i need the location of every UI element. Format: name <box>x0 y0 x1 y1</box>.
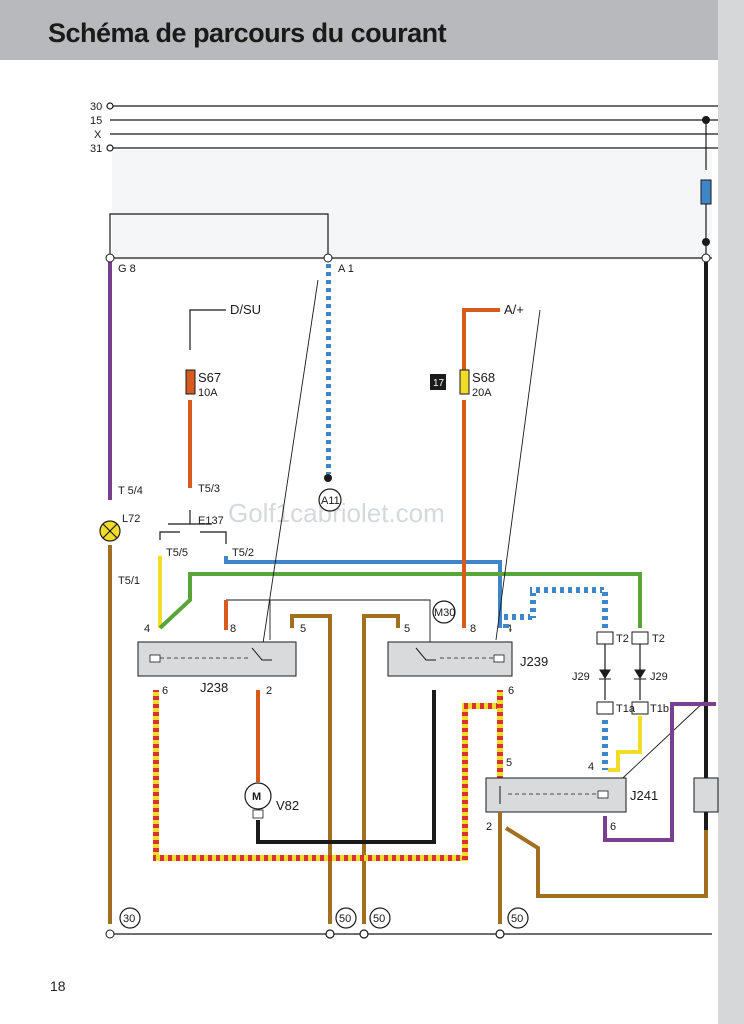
thin-leads <box>226 279 707 791</box>
bottom-ref-50-c: 50 <box>511 913 523 925</box>
bus-label-15: 15 <box>90 115 102 127</box>
connector-label-t1a: T1a <box>616 703 636 715</box>
fuse-rating-s67: 10A <box>198 387 218 399</box>
j239-pin-8: 8 <box>470 623 476 635</box>
relay-label-j239: J239 <box>520 654 548 669</box>
node-label-g8: G 8 <box>118 263 136 275</box>
brown-wire-30 <box>105 545 115 939</box>
terminal-label-t5-5: T5/5 <box>166 547 188 559</box>
diode-label-j29-b: J29 <box>650 671 668 683</box>
bus-bar-shading <box>112 150 712 260</box>
bus-label-30: 30 <box>90 101 102 113</box>
j241-pin-5: 5 <box>506 757 512 769</box>
bus-label-x: X <box>94 129 102 141</box>
bottom-terminals <box>119 907 529 929</box>
relay-j238 <box>137 641 297 677</box>
j239-pin-5: 5 <box>404 623 410 635</box>
blue-white-wire-a11 <box>318 253 342 512</box>
motor-symbol: M <box>252 791 261 803</box>
relay-label-j238: J238 <box>200 680 228 695</box>
brown-wire-j238 <box>290 614 400 924</box>
terminal-label-d-su: D/SU <box>230 302 261 317</box>
terminal-label-t5-3: T5/3 <box>198 483 220 495</box>
brown-wire-j241 <box>498 812 708 924</box>
violet-wire-right <box>603 702 716 842</box>
blue-wire-t5-2 <box>224 556 502 628</box>
j241-pin-2: 2 <box>486 821 492 833</box>
wire-d-su <box>159 309 227 544</box>
fuse-label-s67: S67 <box>198 370 221 385</box>
bus-line-markers <box>106 102 114 152</box>
terminal-m30 <box>432 600 456 624</box>
page-title: Schéma de parcours du courant <box>48 18 447 48</box>
diode-section <box>596 631 649 715</box>
switch-label-e137: E137 <box>198 515 224 527</box>
j238-pin-4: 4 <box>144 623 150 635</box>
j241-pin-4: 4 <box>588 761 594 773</box>
violet-wire <box>105 253 115 500</box>
j238-pin-6: 6 <box>162 685 168 697</box>
lamp-label-l72: L72 <box>122 513 140 525</box>
blue-white-wire-t2 <box>503 587 608 632</box>
ground-rail <box>109 213 712 935</box>
node-label-a1: A 1 <box>338 263 354 275</box>
connector-label-t1b: T1b <box>650 703 669 715</box>
terminal-label-t5-2: T5/2 <box>232 547 254 559</box>
terminal-label-a-plus: A/+ <box>504 302 524 317</box>
motor-label-v82: V82 <box>276 798 299 813</box>
fuse-label-s68: S68 <box>472 370 495 385</box>
page-number: 18 <box>50 978 66 994</box>
bus-label-31: 31 <box>90 143 102 155</box>
bottom-ref-50-a: 50 <box>339 913 351 925</box>
j238-pin-2: 2 <box>266 685 272 697</box>
connector-label-t2-a: T2 <box>616 633 629 645</box>
j238-pin-5: 5 <box>300 623 306 635</box>
fuse-box-marker <box>430 374 446 390</box>
motor-v82 <box>244 782 272 819</box>
bottom-junctions <box>325 929 505 939</box>
relay-j241 <box>485 777 719 813</box>
page-edge <box>718 0 744 1024</box>
terminal-label-a11: A11 <box>321 495 340 507</box>
yellow-red-wire <box>153 690 503 861</box>
j238-pin-8: 8 <box>230 623 236 635</box>
fuse-box-number: 17 <box>433 378 445 389</box>
bus-lines <box>110 105 718 149</box>
fuse-rating-s68: 20A <box>472 387 492 399</box>
terminal-label-t5-4: T 5/4 <box>118 485 143 497</box>
diode-label-j29-a: J29 <box>572 671 590 683</box>
relay-label-j241: J241 <box>630 788 658 803</box>
wires-to-j241 <box>602 716 642 772</box>
bottom-ref-50-b: 50 <box>373 913 385 925</box>
lamp-l72 <box>99 520 121 542</box>
black-wire-motor <box>256 690 436 844</box>
relay-j239 <box>387 641 513 677</box>
green-wire <box>158 572 642 630</box>
j241-pin-6: 6 <box>610 821 616 833</box>
j239-pin-4: 4 <box>506 623 512 635</box>
terminal-label-t5-1: T5/1 <box>118 575 140 587</box>
terminal-label-m30: M30 <box>434 607 455 619</box>
orange-wire-a-plus <box>459 308 500 628</box>
right-main-wire <box>700 116 712 830</box>
page-header: Schéma de parcours du courant <box>0 0 744 60</box>
connector-label-t2-b: T2 <box>652 633 665 645</box>
bottom-ref-30: 30 <box>123 913 135 925</box>
j239-pin-6: 6 <box>508 685 514 697</box>
